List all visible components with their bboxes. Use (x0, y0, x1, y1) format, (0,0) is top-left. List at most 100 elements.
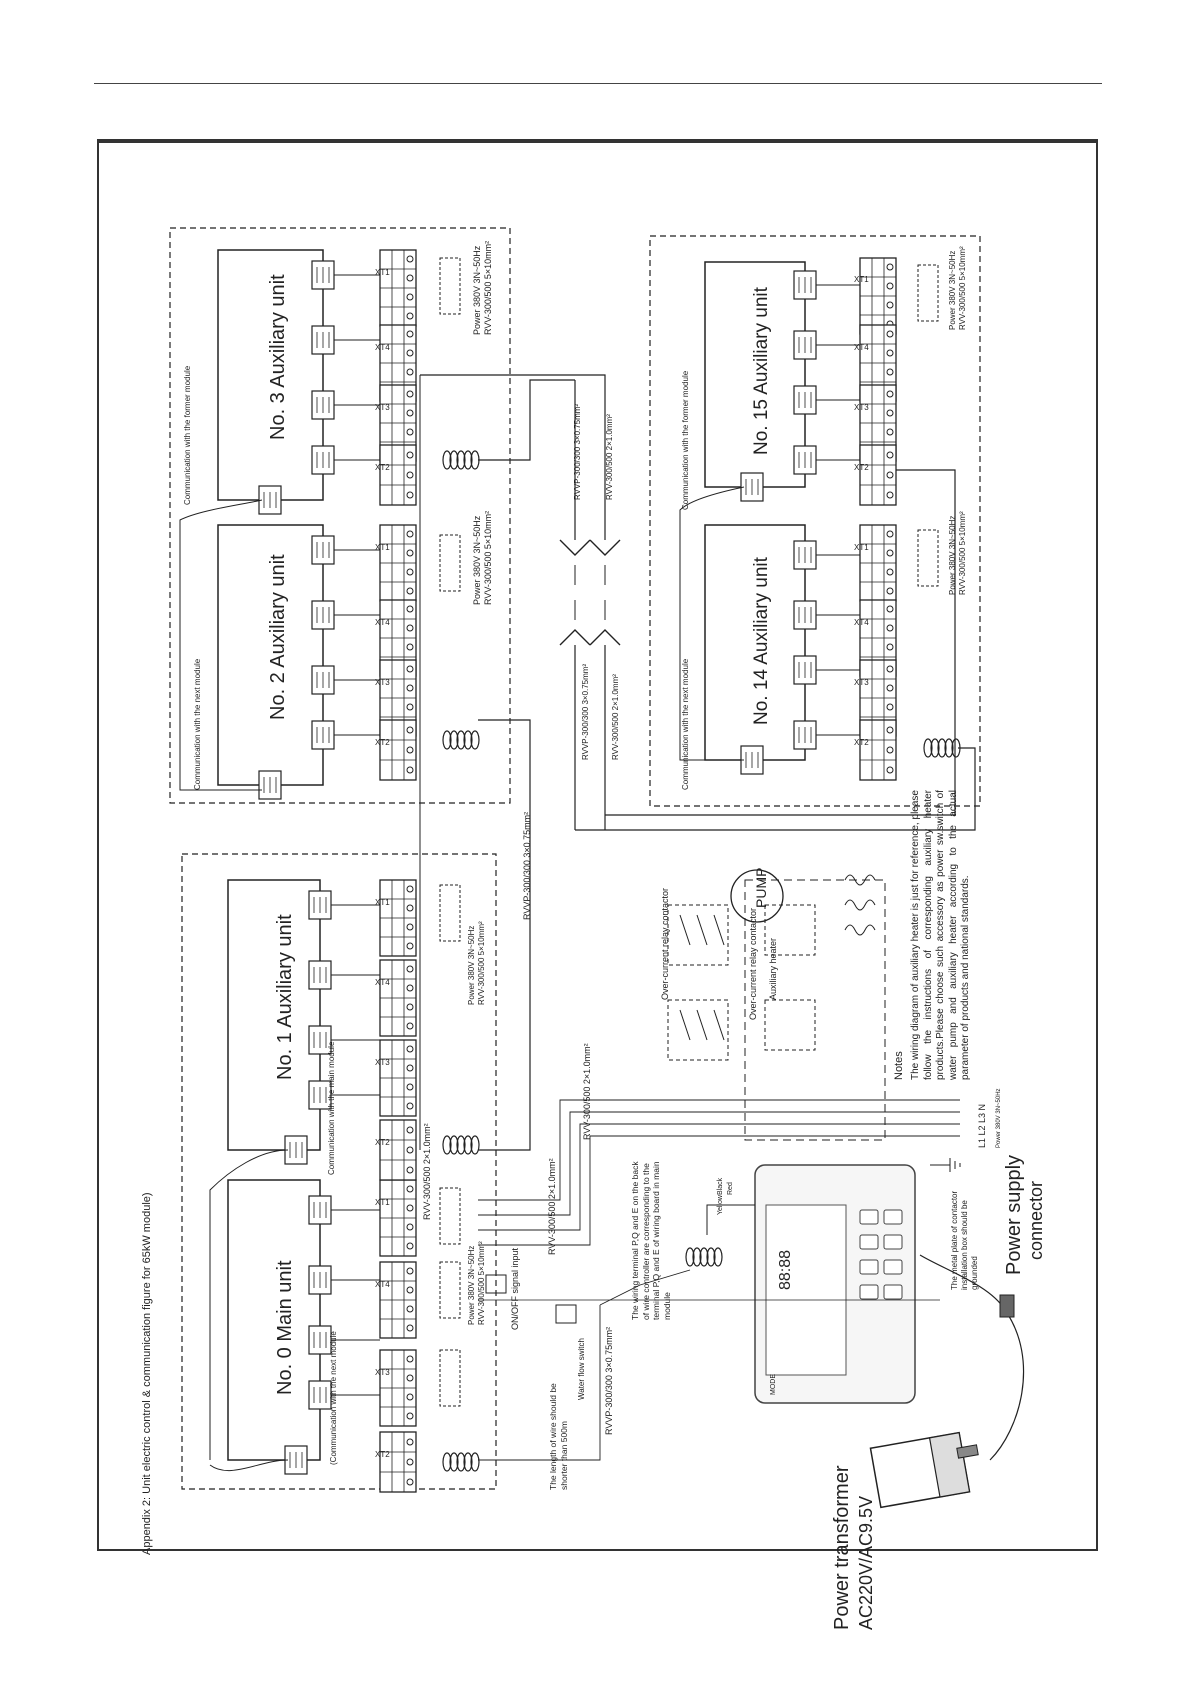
aux3-xt3: XT3 (375, 403, 390, 412)
aux15-xt2: XT2 (854, 463, 869, 472)
cable-rvvp-075-c: RVVP-300/300 3×0.75mm² (581, 664, 590, 760)
cable-rvv-2x1-top: RVV-300/500 2×1.0mm² (582, 1043, 592, 1140)
controller-button-6[interactable] (883, 1234, 903, 1250)
ground-note: The metal plate of contactor installatio… (950, 1190, 979, 1290)
controller-button-7[interactable] (883, 1259, 903, 1275)
ground-note-container: The metal plate of contactor installatio… (950, 1190, 979, 1290)
contactor-area: PUMP (650, 868, 960, 1141)
three-phase-label: L1 L2 L3 N (977, 1104, 987, 1148)
pump-symbol-label: PUMP (753, 868, 769, 908)
aux2-xt1: XT1 (375, 543, 390, 552)
aux15-comm-note: Communication with the former module (681, 370, 690, 510)
aux2-comm-note: Communication with the next module (193, 658, 202, 790)
supply-connector-plug (999, 1294, 1015, 1318)
transformer-label-2: AC220V/AC9.5V (856, 1496, 876, 1630)
notes-title: Notes (893, 1051, 905, 1080)
diagram-frame (97, 139, 1098, 1551)
main-unit: No. 0 Main unit XT1 XT4 XT3 XT2 Power 38… (209, 1179, 486, 1493)
controller-button-5[interactable] (883, 1209, 903, 1225)
aux3-unit-label: No. 3 Auxiliary unit (267, 274, 289, 440)
main-xt3: XT3 (375, 1368, 390, 1377)
aux14-xt3: XT3 (854, 678, 869, 687)
terminal-note-container: The wiring terminal P,Q and E on the bac… (630, 1161, 672, 1320)
aux3-xt4: XT4 (375, 343, 390, 352)
aux2-power-2: RVV-300/500 5×10mm² (483, 511, 493, 605)
aux15-xt4: XT4 (854, 343, 869, 352)
appendix-title: Appendix 2: Unit electric control & comm… (141, 1192, 153, 1555)
aux3-power-1: Power 380V 3N~50Hz (472, 245, 482, 335)
wire-red: Red (727, 1182, 734, 1195)
aux2-xt2: XT2 (375, 738, 390, 747)
main-comm-note: (Communication with the next module (329, 1331, 338, 1465)
aux14-comm-note: Communication with the next module (681, 658, 690, 790)
aux2-unit-label: No. 2 Auxiliary unit (267, 554, 289, 720)
main-module-enclosure (181, 853, 497, 1490)
aux3-comm-note: Communication with the former module (183, 365, 192, 505)
wire-black: Black (717, 1177, 724, 1195)
relay-label-2: Over-current relay contactor (748, 908, 758, 1020)
aux15-unit: No. 15 Auxiliary unit XT1 XT4 XT3 XT2 Po… (681, 246, 967, 510)
length-note-container: The length of wire should be shorter tha… (548, 1383, 569, 1490)
aux3-xt1: XT1 (375, 268, 390, 277)
aux3-xt2: XT2 (375, 463, 390, 472)
aux1-xt4: XT4 (375, 978, 390, 987)
controller-display: 88:88 (777, 1250, 794, 1290)
relay-label-1: Over-current relay contactor (660, 888, 670, 1000)
supply-label-2: connector (1026, 1181, 1046, 1260)
aux2-power-1: Power 380V 3N~50Hz (472, 515, 482, 605)
aux-heater-label: Auxiliary heater (768, 938, 778, 1000)
main-xt1: XT1 (375, 1198, 390, 1207)
aux3-unit: No. 3 Auxiliary unit XT1 XT4 XT3 XT2 Pow… (183, 241, 493, 515)
aux1-xt2: XT2 (375, 1138, 390, 1147)
aux2-xt4: XT4 (375, 618, 390, 627)
three-phase-power: Power 380V 3N~50Hz (996, 1088, 1002, 1148)
aux2-unit: No. 2 Auxiliary unit XT1 XT4 XT3 XT2 Pow… (193, 511, 493, 800)
main-power-2: RVV-300/500 5×10mm² (477, 1241, 486, 1325)
aux3-power-2: RVV-300/500 5×10mm² (483, 241, 493, 335)
aux1-power-2: RVV-300/500 5×10mm² (477, 921, 486, 1005)
main-power-1: Power 380V 3N~50Hz (467, 1246, 476, 1325)
controller-button-1[interactable] (859, 1209, 879, 1225)
notes-body-container: The wiring diagram of auxiliary heater i… (910, 790, 971, 1080)
aux15-unit-label: No. 15 Auxiliary unit (751, 286, 772, 455)
main-xt2: XT2 (375, 1450, 390, 1459)
aux15-xt3: XT3 (854, 403, 869, 412)
aux14-unit: No. 14 Auxiliary unit XT1 XT4 XT3 XT2 Po… (681, 511, 967, 790)
aux14-xt4: XT4 (854, 618, 869, 627)
aux1-unit: No. 1 Auxiliary unit XT1 XT4 XT3 XT2 Pow… (209, 879, 486, 1460)
cable-rvv-2x1-b: RVV-300/500 2×1.0mm² (605, 414, 614, 500)
aux15-power-1: Power 380V 3N~50Hz (948, 251, 957, 330)
aux2-xt3: XT3 (375, 678, 390, 687)
cable-rvv-2x1-main2: RVV-300/500 2×1.0mm² (547, 1158, 557, 1255)
controller-mode: MODE (770, 1374, 777, 1395)
cable-break (559, 380, 621, 830)
terminal-note: The wiring terminal P,Q and E on the bac… (630, 1161, 672, 1320)
main-bus-wires (478, 1099, 940, 1461)
cable-rvvp-075-b: RVVP-300/300 3×0.75mm² (573, 404, 582, 500)
main-unit-label: No. 0 Main unit (274, 1260, 296, 1395)
aux14-xt1: XT1 (854, 543, 869, 552)
aux23-enclosure (169, 227, 511, 804)
water-flow-label: Water flow switch (577, 1338, 586, 1400)
aux1-xt1: XT1 (375, 898, 390, 907)
ground-icon (930, 1158, 961, 1172)
water-flow-switch (555, 1304, 577, 1324)
length-note: The length of wire should be shorter tha… (548, 1383, 569, 1490)
transformer-label-1: Power transformer (831, 1465, 853, 1630)
aux1-unit-label: No. 1 Auxiliary unit (274, 914, 296, 1080)
controller-button-4[interactable] (859, 1284, 879, 1300)
controller-button-2[interactable] (859, 1234, 879, 1250)
cable-rvv-2x1-main: RVV-300/500 2×1.0mm² (422, 1123, 432, 1220)
aux1-power-1: Power 380V 3N~50Hz (467, 926, 476, 1005)
controller-button-3[interactable] (859, 1259, 879, 1275)
power-transformer (869, 1431, 979, 1509)
wire-controller: 88:88 MODE (754, 1164, 916, 1404)
aux15-power-2: RVV-300/500 5×10mm² (958, 246, 967, 330)
aux14-unit-label: No. 14 Auxiliary unit (751, 556, 772, 725)
aux14-power-1: Power 380V 3N~50Hz (948, 516, 957, 595)
aux1-xt3: XT3 (375, 1058, 390, 1067)
controller-button-8[interactable] (883, 1284, 903, 1300)
aux1-comm-note: Communication with the main module (327, 1041, 336, 1175)
notes-body: The wiring diagram of auxiliary heater i… (910, 790, 971, 1080)
